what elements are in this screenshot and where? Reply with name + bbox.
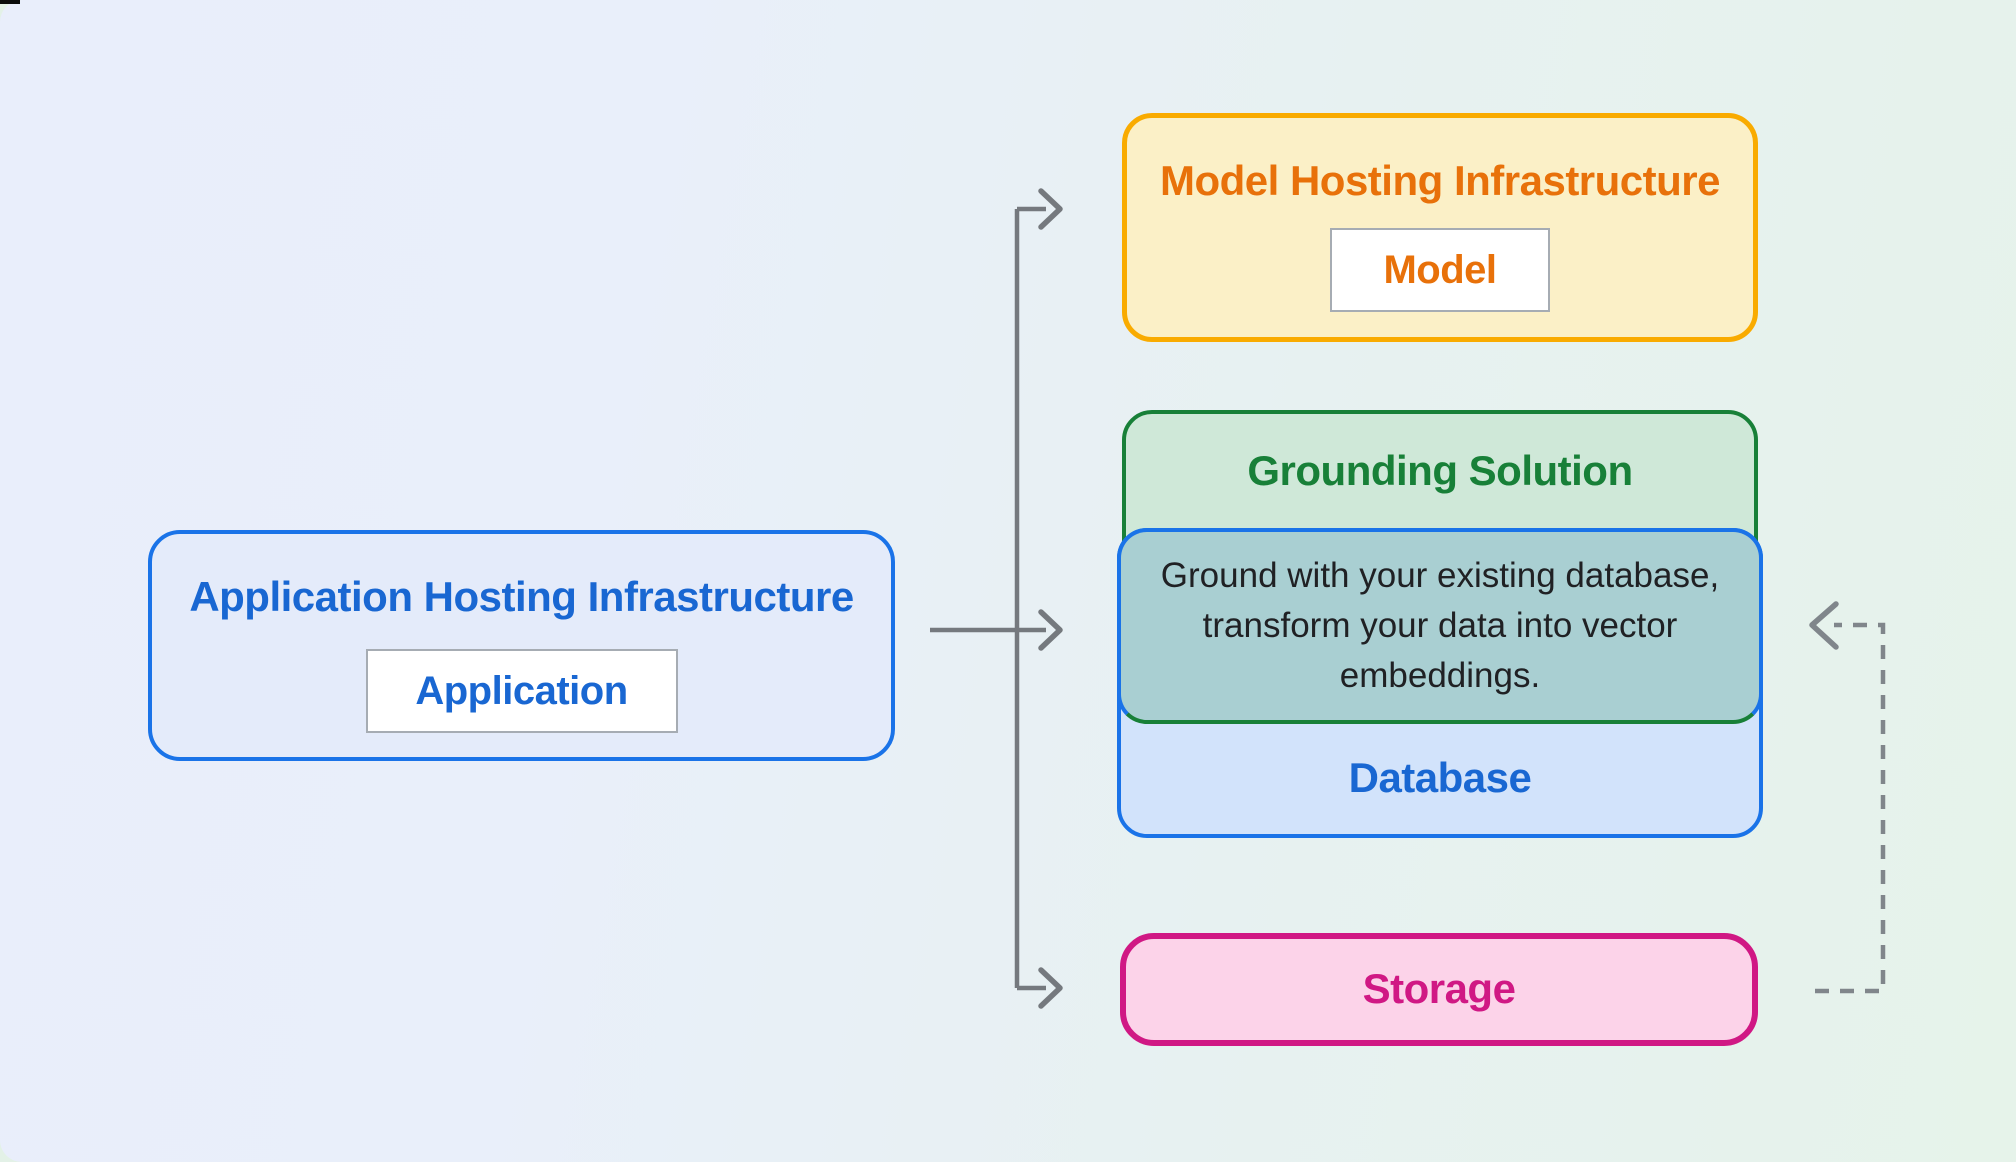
- application-hosting-title: Application Hosting Infrastructure: [189, 573, 854, 620]
- solid-connectors: [930, 188, 1063, 1009]
- model-hosting-title: Model Hosting Infrastructure: [1159, 157, 1721, 204]
- storage-box: Storage: [1120, 933, 1758, 1046]
- model-chip: Model: [1330, 228, 1550, 312]
- application-chip: Application: [365, 649, 678, 733]
- model-chip-label: Model: [1383, 247, 1497, 292]
- arrowhead-to-grounding-icon: [1038, 609, 1063, 651]
- dashed-connector-storage-to-grounding: [1809, 601, 1886, 994]
- dashed-path: [1815, 622, 1886, 994]
- arrowhead-dashed-icon: [1809, 601, 1839, 650]
- grounding-description-panel: Ground with your existing database, tran…: [1117, 528, 1763, 724]
- grounding-description-line: transform your data into vector: [1202, 606, 1678, 645]
- grounding-description-line: embeddings.: [1339, 656, 1541, 695]
- grounding-description-line: Ground with your existing database,: [1160, 556, 1720, 595]
- application-hosting-box: Application Hosting Infrastructure Appli…: [148, 530, 895, 761]
- corner-artifact: [0, 0, 20, 4]
- database-label: Database: [1348, 754, 1532, 801]
- grounding-solution-title: Grounding Solution: [1247, 447, 1633, 494]
- application-chip-label: Application: [415, 668, 628, 713]
- arrowhead-to-model-icon: [1038, 188, 1063, 230]
- model-hosting-box: Model Hosting Infrastructure Model: [1122, 113, 1758, 342]
- arrowhead-to-storage-icon: [1038, 967, 1063, 1009]
- storage-label: Storage: [1362, 965, 1516, 1013]
